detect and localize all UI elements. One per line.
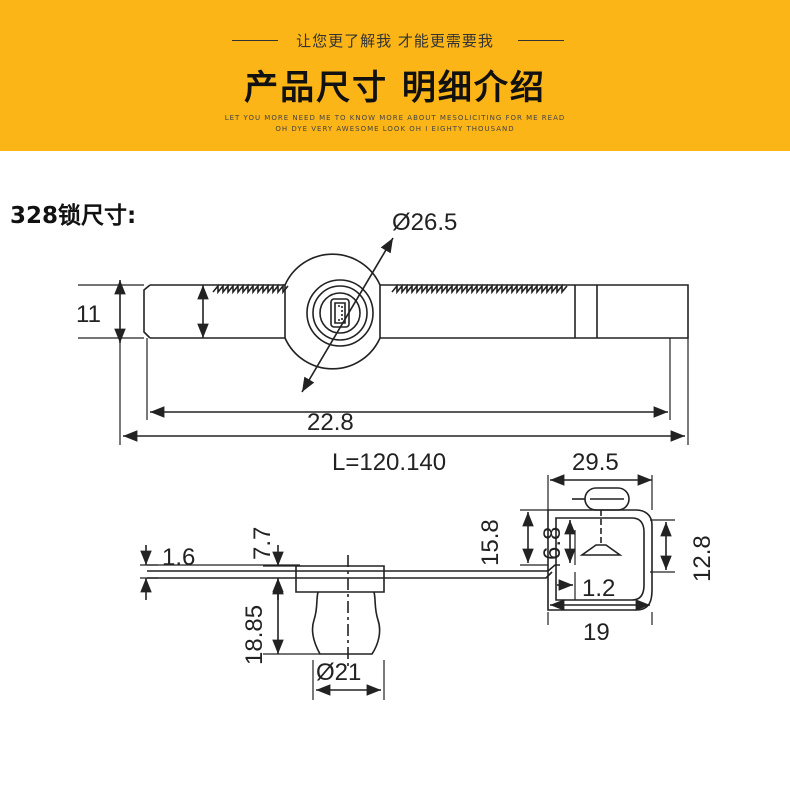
- dim-15-8: 15.8: [477, 519, 504, 566]
- dim-1-2: 1.2: [582, 575, 615, 602]
- header-banner: 让您更了解我 才能更需要我 产品尺寸 明细介绍 LET YOU MORE NEE…: [0, 0, 790, 151]
- dim-1-6: 1.6: [162, 544, 195, 571]
- section-label: 328锁尺寸:: [10, 203, 137, 229]
- dim-21: Ø21: [316, 659, 361, 686]
- dim-19: 19: [583, 619, 610, 646]
- tagline-rule-left: [232, 40, 278, 41]
- lock-bar: [143, 283, 689, 339]
- dim-6-8: 6.8: [539, 527, 566, 560]
- dim-total-len: L=120.140: [332, 449, 446, 476]
- side-view: [140, 474, 675, 700]
- technical-drawing: Ø26.5 11 22.8 L=120.140: [76, 209, 716, 700]
- dim-12-8: 12.8: [689, 535, 716, 582]
- page-title: 产品尺寸 明细介绍: [244, 68, 546, 108]
- subtitle-line-1: LET YOU MORE NEED ME TO KNOW MORE ABOUT …: [224, 114, 566, 122]
- dim-7-7: 7.7: [249, 527, 276, 560]
- dim-29-5: 29.5: [572, 449, 619, 476]
- subtitle-line-2: OH DYE VERY AWESOME LOOK OH I EIGHTY THO…: [275, 125, 515, 133]
- top-view: [78, 237, 689, 445]
- tagline-rule-right: [518, 40, 564, 41]
- tagline: 让您更了解我 才能更需要我: [296, 32, 494, 50]
- dim-line-cyl-dia: [301, 237, 394, 393]
- lock-cylinder: [284, 253, 381, 370]
- dim-height: 11: [76, 301, 101, 328]
- dim-cyl-dia: Ø26.5: [392, 209, 457, 236]
- dim-inner-len: 22.8: [307, 409, 354, 436]
- dim-18-85: 18.85: [241, 605, 268, 665]
